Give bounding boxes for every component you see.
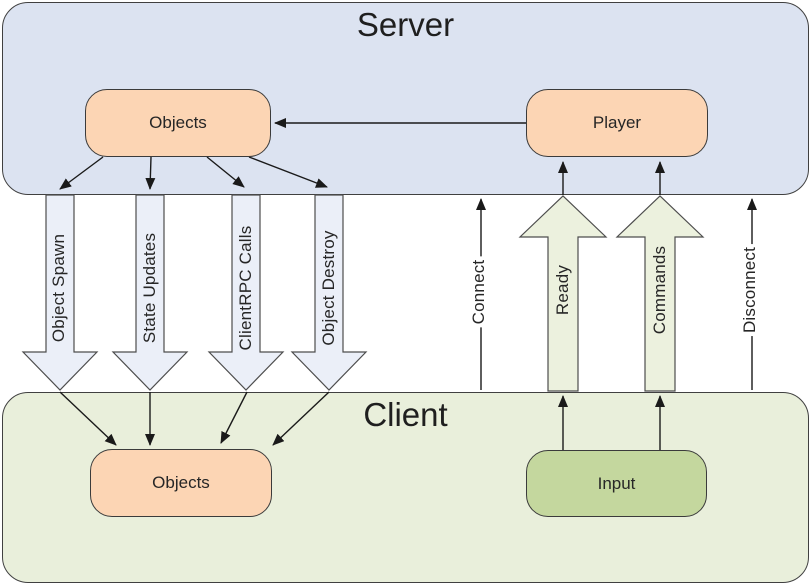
object-destroy-block-arrow (290, 194, 368, 391)
spawn-to-objects-line (59, 391, 117, 446)
client-objects-node: Objects (90, 449, 272, 517)
objects-to-rpc-line (206, 156, 245, 188)
server-objects-label: Objects (149, 113, 207, 132)
client-objects-label: Objects (152, 473, 210, 492)
commands-label: Commands (650, 245, 669, 335)
server-zone-title: Server (356, 6, 455, 43)
state-updates-label: State Updates (140, 232, 159, 344)
objects-to-destroy-line (248, 156, 328, 188)
server-objects-node: Objects (85, 89, 271, 157)
player-label: Player (592, 113, 642, 132)
ready-label: Ready (553, 264, 572, 316)
commands-block-arrow (615, 195, 705, 392)
object-spawn-label: Object Spawn (49, 233, 68, 343)
input-node: Input (526, 450, 707, 517)
objects-to-spawn-line (59, 156, 104, 190)
ready-block-arrow (518, 195, 608, 392)
objects-to-state-line (145, 156, 156, 190)
input-label: Input (597, 473, 636, 493)
disconnect-label: Disconnect (740, 243, 760, 337)
object-spawn-block-arrow (21, 194, 99, 391)
rpc-to-objects-line (220, 391, 248, 444)
player-node: Player (526, 89, 708, 157)
clientrpc-calls-label: ClientRPC Calls (236, 225, 255, 351)
connect-label: Connect (469, 256, 489, 328)
object-destroy-label: Object Destroy (319, 230, 338, 346)
state-updates-block-arrow (111, 194, 189, 391)
destroy-to-objects-line (272, 391, 330, 446)
clientrpc-calls-block-arrow (207, 194, 285, 391)
client-zone-title: Client (363, 396, 448, 433)
